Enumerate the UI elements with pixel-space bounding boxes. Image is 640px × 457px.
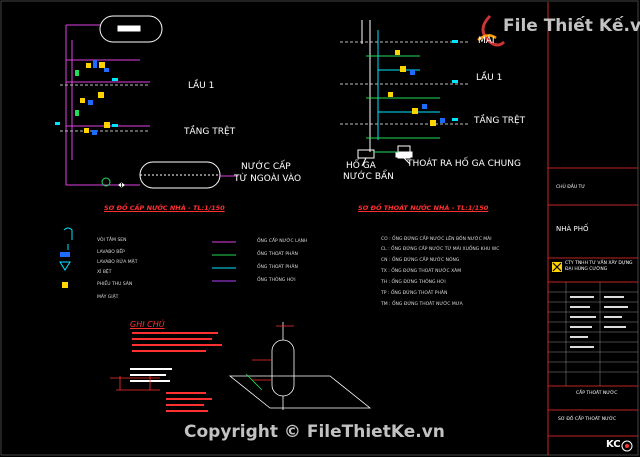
supply-diagram: [55, 15, 238, 189]
drain-floor-mai: MÁI: [478, 36, 495, 46]
sheet-subtitle: SƠ ĐỒ CẤP THOÁT NƯỚC: [558, 417, 617, 422]
drainage-diagram: [340, 20, 470, 167]
supply-diagram-title: SƠ ĐỒ CẤP NƯỚC NHÀ - TL:1/150: [104, 204, 225, 212]
kc-logo-mark: [621, 440, 633, 452]
title-block-fills: [570, 296, 628, 348]
sheet-title: CẤP THOÁT NƯỚC: [576, 391, 618, 396]
legend-fixture-item: VÒI TẮM SEN: [97, 238, 127, 243]
legend-riser-item: TX : ỐNG ĐỨNG THOÁT NƯỚC XÁM: [381, 269, 462, 274]
supply-fixtures: [75, 60, 110, 135]
notes-heading: GHI CHÚ: [130, 320, 165, 329]
owner-label: CHỦ ĐẦU TƯ: [556, 185, 586, 190]
legend-riser-item: CN : ỐNG ĐỨNG CẤP NƯỚC NÓNG: [381, 258, 460, 263]
supply-inlet-line: [66, 175, 238, 186]
drain-manhole-line1: HỐ GA: [346, 161, 376, 171]
legend-pipe-item: ỐNG THÔNG HƠI: [257, 278, 296, 283]
legend-fixture-item: XÍ BỆT: [97, 270, 112, 275]
legend-lines: [212, 241, 236, 282]
legend-symbols: [59, 227, 73, 288]
drain-outlet-label: THOÁT RA HỐ GA CHUNG: [407, 159, 521, 169]
supply-source-line2: TỪ NGOÀI VÀO: [234, 174, 302, 184]
legend-pipe-item: ỐNG THOÁT PHÂN: [257, 252, 298, 257]
supply-floor-lau1: LẦU 1: [188, 81, 215, 91]
drain-floor-lau1: LẦU 1: [476, 73, 503, 83]
copyright-watermark: Copyright © FileThietKe.vn: [184, 422, 445, 442]
company-name-line1: CTY TNHH TƯ VẤN XÂY DỰNG: [565, 261, 633, 266]
vent-stack: [361, 20, 371, 152]
legend-fixture-item: MÁY GIẶT: [97, 295, 119, 300]
project-name: NHÀ PHỐ: [556, 225, 589, 233]
drain-diagram-title: SƠ ĐỒ THOÁT NƯỚC NHÀ - TL:1/150: [358, 204, 489, 212]
legend-fixture-item: LAVABO BẾP: [97, 250, 125, 255]
tank-detail: [228, 322, 372, 410]
drain-floor-tangtret: TẦNG TRỆT: [474, 116, 526, 126]
legend-fixture-item: LAVABO RỬA MẶT: [97, 260, 138, 265]
legend-riser-item: CL : ỐNG ĐỨNG CẤP NƯỚC TỪ MÁI XUỐNG KHU …: [381, 247, 500, 252]
legend-riser-item: TM : ỐNG ĐỨNG THOÁT NƯỚC MƯA: [381, 302, 463, 307]
watermark-logo: [477, 14, 506, 47]
title-block-rows: [548, 282, 638, 386]
company-name-line2: ĐẠI HÙNG CƯỜNG: [565, 267, 608, 272]
supply-floor-tangtret: TẦNG TRỆT: [184, 127, 236, 137]
legend-riser-item: TH : ỐNG ĐỨNG THÔNG HƠI: [381, 280, 446, 285]
legend-riser-item: CO : ỐNG ĐỨNG CẤP NƯỚC LÊN BỒN NƯỚC MÁI: [381, 237, 492, 242]
roof-water-tank: [99, 15, 163, 43]
supply-riser: [65, 24, 100, 185]
drain-manhole-line2: NƯỚC BẨN: [343, 172, 394, 182]
legend-pipe-item: ỐNG CẤP NƯỚC LẠNH: [257, 239, 308, 244]
legend-pipe-item: ỐNG THOÁT PHÂN: [257, 265, 298, 270]
legend-fixture-item: PHIỂU THU SÀN: [97, 282, 133, 287]
kc-logo-text: KC: [606, 439, 621, 450]
notes-block: [110, 332, 222, 412]
title-block: [547, 2, 638, 455]
supply-source-line1: NƯỚC CẤP: [241, 162, 291, 172]
ground-water-tank: [139, 161, 221, 189]
watermark-logo-text: File Thiết Kế.vn: [503, 16, 640, 36]
legend-riser-item: TP : ỐNG ĐỨNG THOÁT PHÂN: [381, 291, 448, 296]
company-logo-mark: [552, 262, 562, 272]
